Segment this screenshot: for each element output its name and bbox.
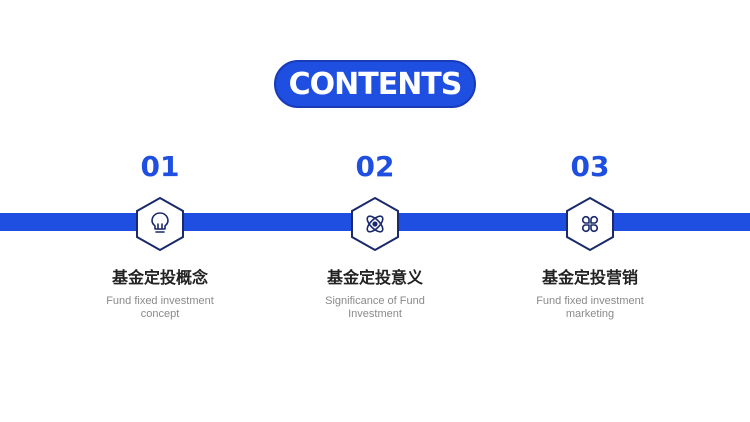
item-subtitle-3-line2: marketing	[565, 308, 615, 320]
page-title: CONTENTS	[288, 66, 463, 102]
item-subtitle-1-line1: Fund fixed investment	[106, 295, 214, 307]
hexagon-frame-2	[351, 196, 399, 252]
item-number-2: 02	[355, 150, 395, 183]
item-number-1: 01	[140, 150, 180, 183]
item-subtitle-1-line2: concept	[140, 308, 180, 320]
contents-title-pill: CONTENTS	[274, 60, 476, 108]
lightbulb-icon	[151, 212, 169, 233]
hexagon-frame-3	[566, 196, 614, 252]
hexagon-frame-1	[136, 196, 184, 252]
item-subtitle-2: Significance of Fund Investment	[295, 295, 455, 321]
item-title-2: 基金定投意义	[326, 268, 423, 287]
item-title-1: 基金定投概念	[111, 268, 208, 287]
item-subtitle-1: Fund fixed investment concept	[80, 295, 240, 321]
item-number-3: 03	[570, 150, 610, 183]
item-subtitle-2-line1: Significance of Fund	[325, 295, 425, 307]
item-subtitle-3: Fund fixed investment marketing	[510, 295, 670, 321]
clover-icon	[581, 215, 599, 233]
atom-icon	[366, 215, 384, 233]
item-title-3: 基金定投营销	[541, 268, 638, 287]
item-subtitle-2-line2: Investment	[348, 308, 402, 320]
item-subtitle-3-line1: Fund fixed investment	[536, 295, 644, 307]
